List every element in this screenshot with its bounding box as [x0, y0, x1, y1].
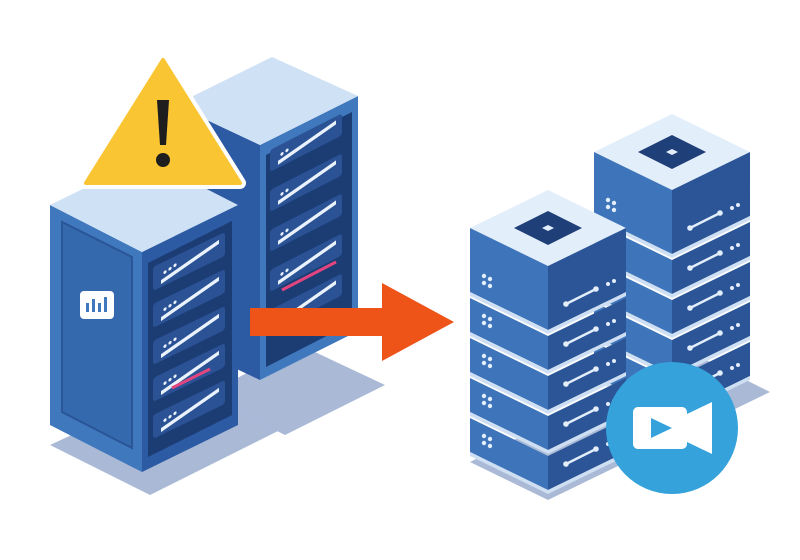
warning-triangle-icon [80, 54, 246, 189]
front-server-rack [50, 158, 238, 472]
rack-shadow-back [205, 345, 385, 435]
legacy-server-racks [50, 54, 385, 495]
front-server-stack [468, 190, 628, 496]
bar-chart-logo-icon [80, 291, 114, 319]
arrow-right-icon [250, 283, 454, 361]
back-server-stack [592, 114, 752, 420]
video-camera-icon [606, 362, 738, 494]
modern-server-stacks [468, 114, 770, 500]
